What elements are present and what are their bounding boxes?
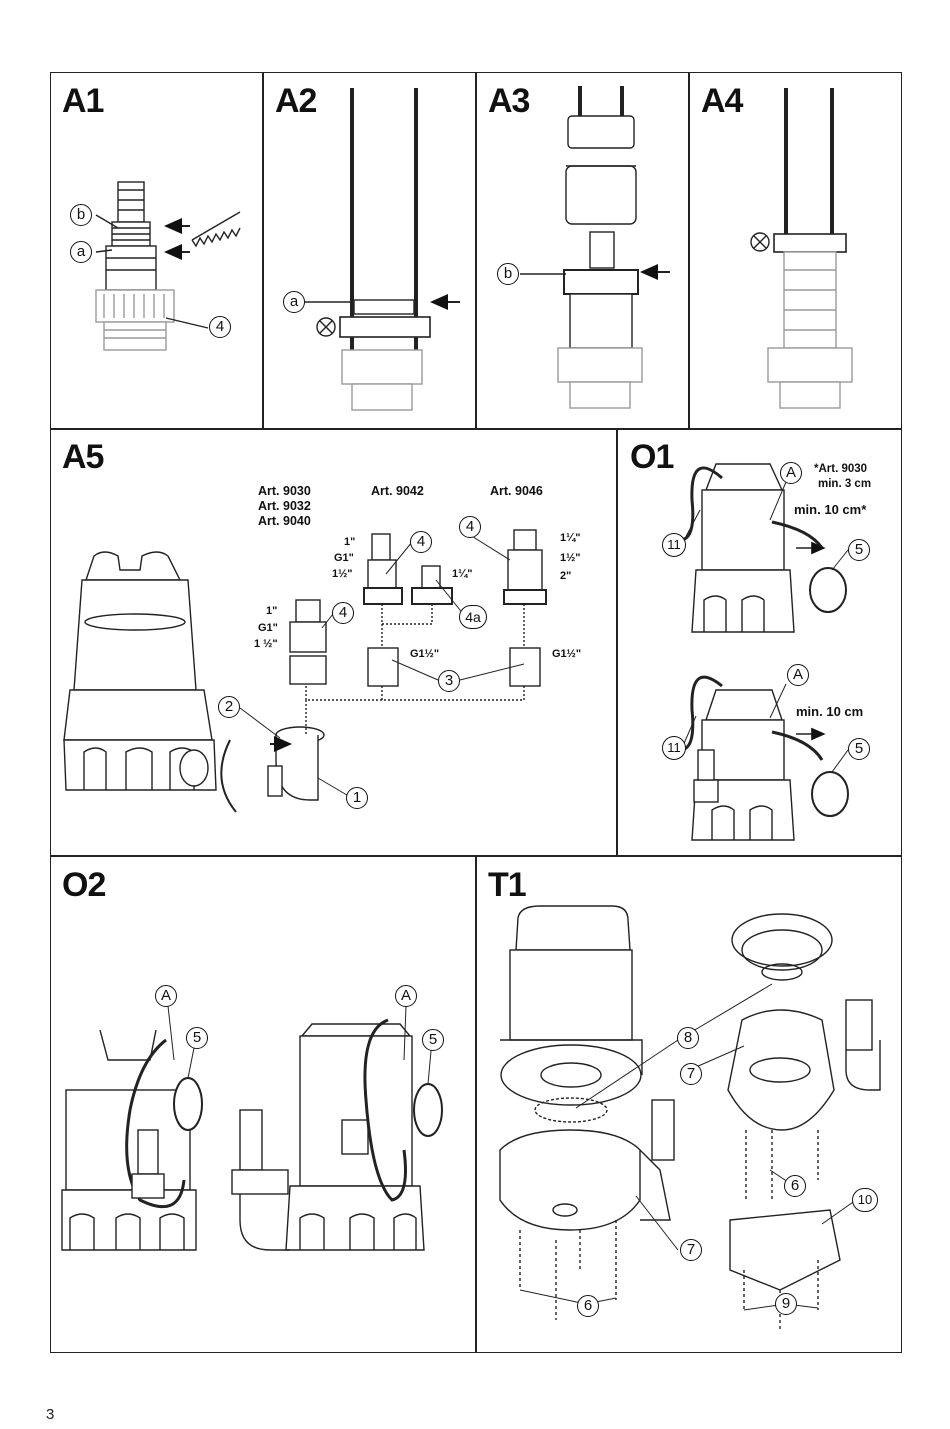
page-number: 3 [46, 1406, 55, 1423]
callout-8: 8 [677, 1027, 699, 1049]
art-9030-label: Art. 9030 [258, 484, 311, 498]
o2-pump-drawing [61, 1018, 443, 1251]
divider [475, 72, 477, 428]
divider [616, 428, 618, 856]
callout-9: 9 [775, 1293, 797, 1315]
size-label: 1 ½" [254, 638, 278, 650]
callout-11: 11 [662, 533, 686, 557]
o1-note-art: *Art. 9030 [814, 463, 868, 475]
callout-1: 1 [346, 787, 368, 809]
a1-adapter-drawing [95, 181, 241, 351]
callout-7: 7 [680, 1063, 702, 1085]
callout-2: 2 [218, 696, 240, 718]
callout-5: 5 [848, 539, 870, 561]
callout-5: 5 [422, 1029, 444, 1051]
callout-5: 5 [848, 738, 870, 760]
a3-connector-drawing [520, 86, 670, 409]
panel-title-t1: T1 [488, 866, 527, 904]
callout-4: 4 [459, 516, 481, 538]
size-label: G1" [258, 622, 278, 634]
callout-6: 6 [784, 1175, 806, 1197]
callout-a: a [70, 241, 92, 263]
callout-3: 3 [438, 670, 460, 692]
size-label: 1¼" [452, 568, 473, 580]
a5-pump-drawing [63, 529, 547, 813]
callout-A: A [780, 462, 802, 484]
art-9032-label: Art. 9032 [258, 499, 311, 513]
panel-title-a1: A1 [62, 82, 104, 120]
callout-6: 6 [577, 1295, 599, 1317]
callout-a: a [283, 291, 305, 313]
callout-A: A [787, 664, 809, 686]
art-9042-label: Art. 9042 [371, 484, 424, 498]
callout-7: 7 [680, 1239, 702, 1261]
art-9040-label: Art. 9040 [258, 514, 311, 528]
divider [50, 428, 902, 430]
size-label: 1½" [560, 552, 581, 564]
panel-title-a4: A4 [701, 82, 743, 120]
panel-title-o2: O2 [62, 866, 106, 904]
o1-min-10: min. 10 cm [796, 704, 864, 719]
size-label: 1¼" [560, 532, 581, 544]
size-label: G1½" [410, 648, 440, 660]
callout-4a: 4a [459, 605, 487, 629]
callout-4: 4 [209, 316, 231, 338]
callout-A: A [155, 985, 177, 1007]
divider [688, 72, 690, 428]
panel-title-a5: A5 [62, 438, 104, 476]
size-label: G1" [334, 552, 354, 564]
size-label: 1½" [332, 568, 353, 580]
a2-hose-drawing [304, 88, 460, 411]
panel-title-a2: A2 [275, 82, 317, 120]
callout-b: b [70, 204, 92, 226]
callout-b: b [497, 263, 519, 285]
a4-clamp-drawing [750, 88, 853, 409]
o1-note-min: min. 3 cm [818, 478, 872, 490]
divider [262, 72, 264, 428]
size-label: 1" [266, 605, 278, 617]
size-label: G1½" [552, 648, 582, 660]
callout-10: 10 [852, 1188, 878, 1212]
o1-pump-drawing [679, 463, 849, 841]
size-label: 1" [344, 536, 356, 548]
callout-11: 11 [662, 736, 686, 760]
callout-5: 5 [186, 1027, 208, 1049]
size-label: 2" [560, 570, 572, 582]
o1-min-10-star: min. 10 cm* [794, 502, 867, 517]
t1-exploded-drawing [499, 905, 881, 1330]
panel-title-o1: O1 [630, 438, 674, 476]
callout-4: 4 [332, 602, 354, 624]
divider [475, 855, 477, 1353]
callout-4: 4 [410, 531, 432, 553]
callout-A: A [395, 985, 417, 1007]
art-9046-label: Art. 9046 [490, 484, 543, 498]
panel-title-a3: A3 [488, 82, 530, 120]
